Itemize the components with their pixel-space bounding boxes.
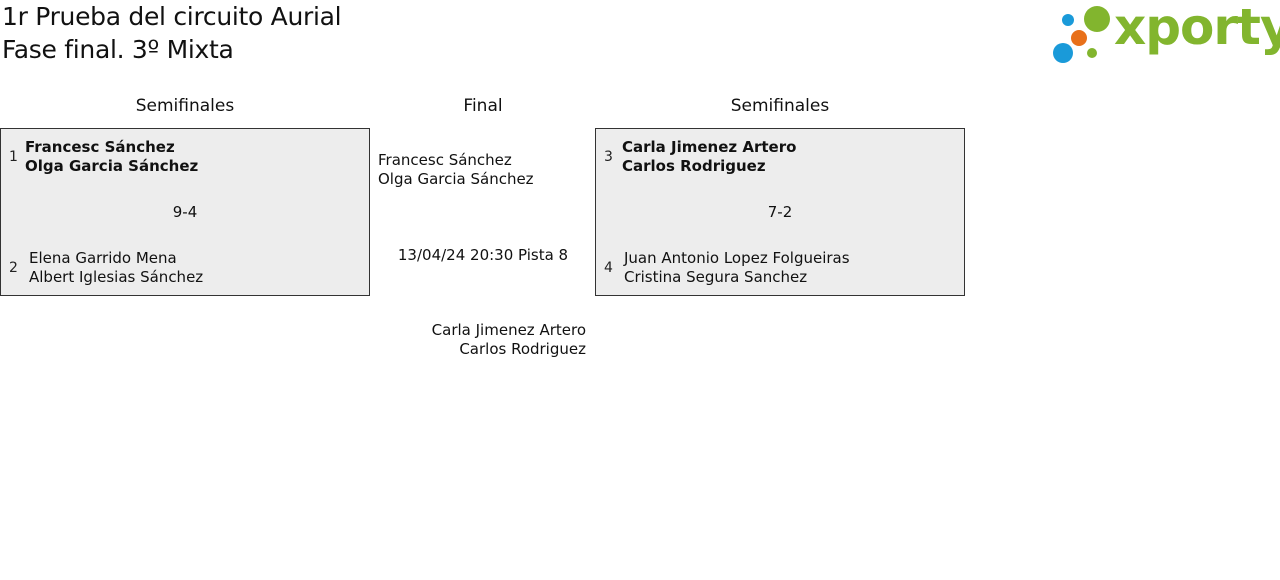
player-name: Carlos Rodriguez	[622, 157, 766, 175]
logo-wordmark: xporty	[1114, 0, 1280, 56]
match-score: 7-2	[767, 203, 793, 221]
xporty-logo[interactable]: xporty	[1050, 0, 1280, 68]
player-name: Francesc Sánchez	[378, 151, 512, 169]
semifinal-left-match[interactable]: 1 Francesc Sánchez Olga Garcia Sánchez 9…	[0, 128, 370, 296]
team-top: Carla Jimenez Artero Carlos Rodriguez	[622, 138, 796, 176]
team-top: Francesc Sánchez Olga Garcia Sánchez	[25, 138, 198, 176]
match-score: 9-4	[172, 203, 198, 221]
team-bottom: Elena Garrido Mena Albert Iglesias Sánch…	[29, 249, 203, 287]
player-name: Olga Garcia Sánchez	[25, 157, 199, 175]
player-name: Albert Iglesias Sánchez	[29, 268, 204, 286]
final-team-bottom: Carla Jimenez Artero Carlos Rodriguez	[378, 321, 586, 359]
page-title: 1r Prueba del circuito Aurial	[2, 2, 342, 31]
player-name: Francesc Sánchez	[25, 138, 175, 156]
column-heading-right: Semifinales	[730, 96, 830, 116]
player-name: Olga Garcia Sánchez	[378, 170, 534, 188]
seed-number: 3	[604, 149, 613, 165]
player-name: Cristina Segura Sanchez	[624, 268, 808, 286]
player-name: Carlos Rodriguez	[459, 340, 586, 358]
team-bottom: Juan Antonio Lopez Folgueiras Cristina S…	[624, 249, 850, 287]
player-name: Carla Jimenez Artero	[431, 321, 586, 339]
final-team-top: Francesc Sánchez Olga Garcia Sánchez	[378, 151, 534, 189]
player-name: Elena Garrido Mena	[29, 249, 177, 267]
column-heading-left: Semifinales	[135, 96, 235, 116]
semifinal-right-match[interactable]: 3 Carla Jimenez Artero Carlos Rodriguez …	[595, 128, 965, 296]
page-subtitle: Fase final. 3º Mixta	[2, 35, 234, 64]
logo-dots-icon	[1053, 6, 1110, 63]
seed-number: 2	[9, 260, 18, 276]
seed-number: 1	[9, 149, 18, 165]
player-name: Juan Antonio Lopez Folgueiras	[624, 249, 850, 267]
final-schedule: 13/04/24 20:30 Pista 8	[397, 246, 569, 264]
column-heading-center: Final	[463, 96, 503, 116]
player-name: Carla Jimenez Artero	[622, 138, 797, 156]
seed-number: 4	[604, 260, 613, 276]
